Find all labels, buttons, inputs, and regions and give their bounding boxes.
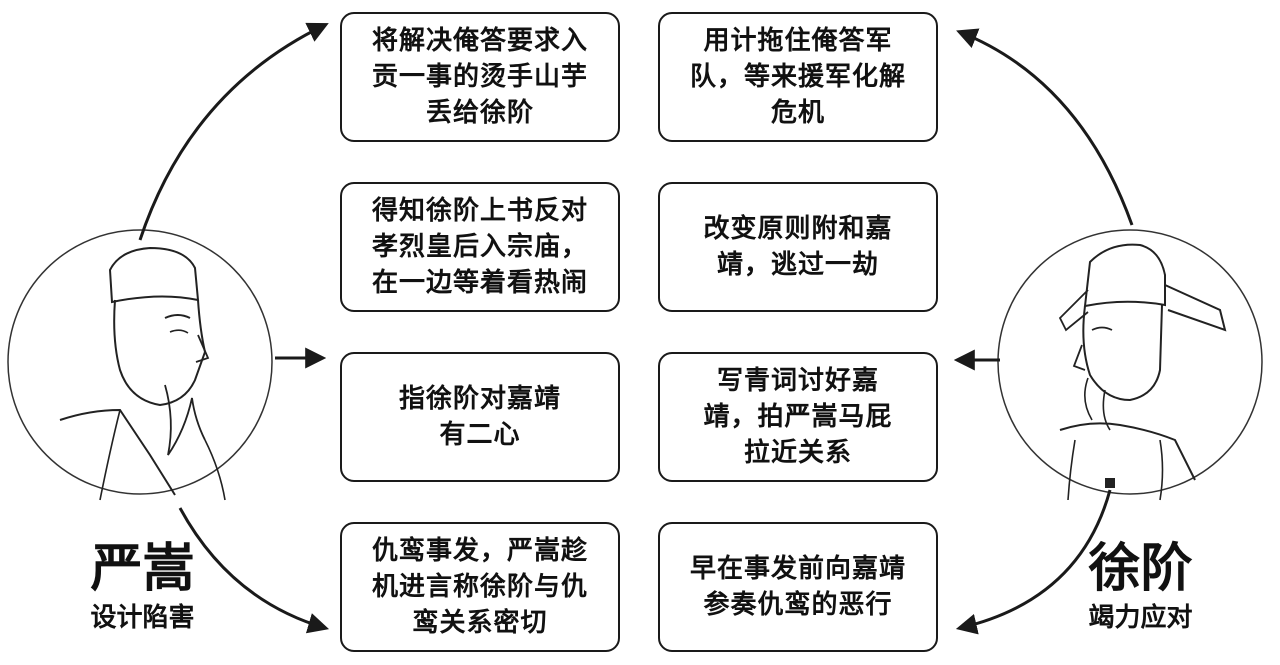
- xu-jie-portrait-icon: [997, 229, 1263, 501]
- xu-jie-response-4: 早在事发前向嘉靖 参奏仇鸾的恶行: [658, 522, 938, 652]
- left-person-name: 严嵩: [90, 538, 195, 599]
- left-person-label: 严嵩 设计陷害: [60, 540, 225, 634]
- yan-song-portrait-icon: [7, 229, 273, 501]
- arrow-left-top: [138, 22, 329, 241]
- xu-jie-response-2: 改变原则附和嘉 靖，逃过一劫: [658, 182, 938, 312]
- yan-song-action-3: 指徐阶对嘉靖 有二心: [340, 352, 620, 482]
- yan-song-action-4: 仇鸾事发，严嵩趁 机进言称徐阶与仇 鸾关系密切: [340, 522, 620, 652]
- arrow-right-bottom: [955, 489, 1112, 635]
- yan-song-action-1: 将解决俺答要求入 贡一事的烫手山芋 丢给徐阶: [340, 12, 620, 142]
- arrow-left-bottom: [178, 507, 330, 634]
- right-person-name: 徐阶: [1088, 538, 1193, 599]
- right-person-role: 竭力应对: [1088, 603, 1193, 633]
- arrow-right-top: [956, 28, 1134, 226]
- left-person-role: 设计陷害: [90, 603, 195, 633]
- yan-song-action-2: 得知徐阶上书反对 孝烈皇后入宗庙， 在一边等着看热闹: [340, 182, 620, 312]
- xu-jie-response-3: 写青词讨好嘉 靖，拍严嵩马屁 拉近关系: [658, 352, 938, 482]
- xu-jie-response-1: 用计拖住俺答军 队，等来援军化解 危机: [658, 12, 938, 142]
- right-person-label: 徐阶 竭力应对: [1058, 540, 1223, 634]
